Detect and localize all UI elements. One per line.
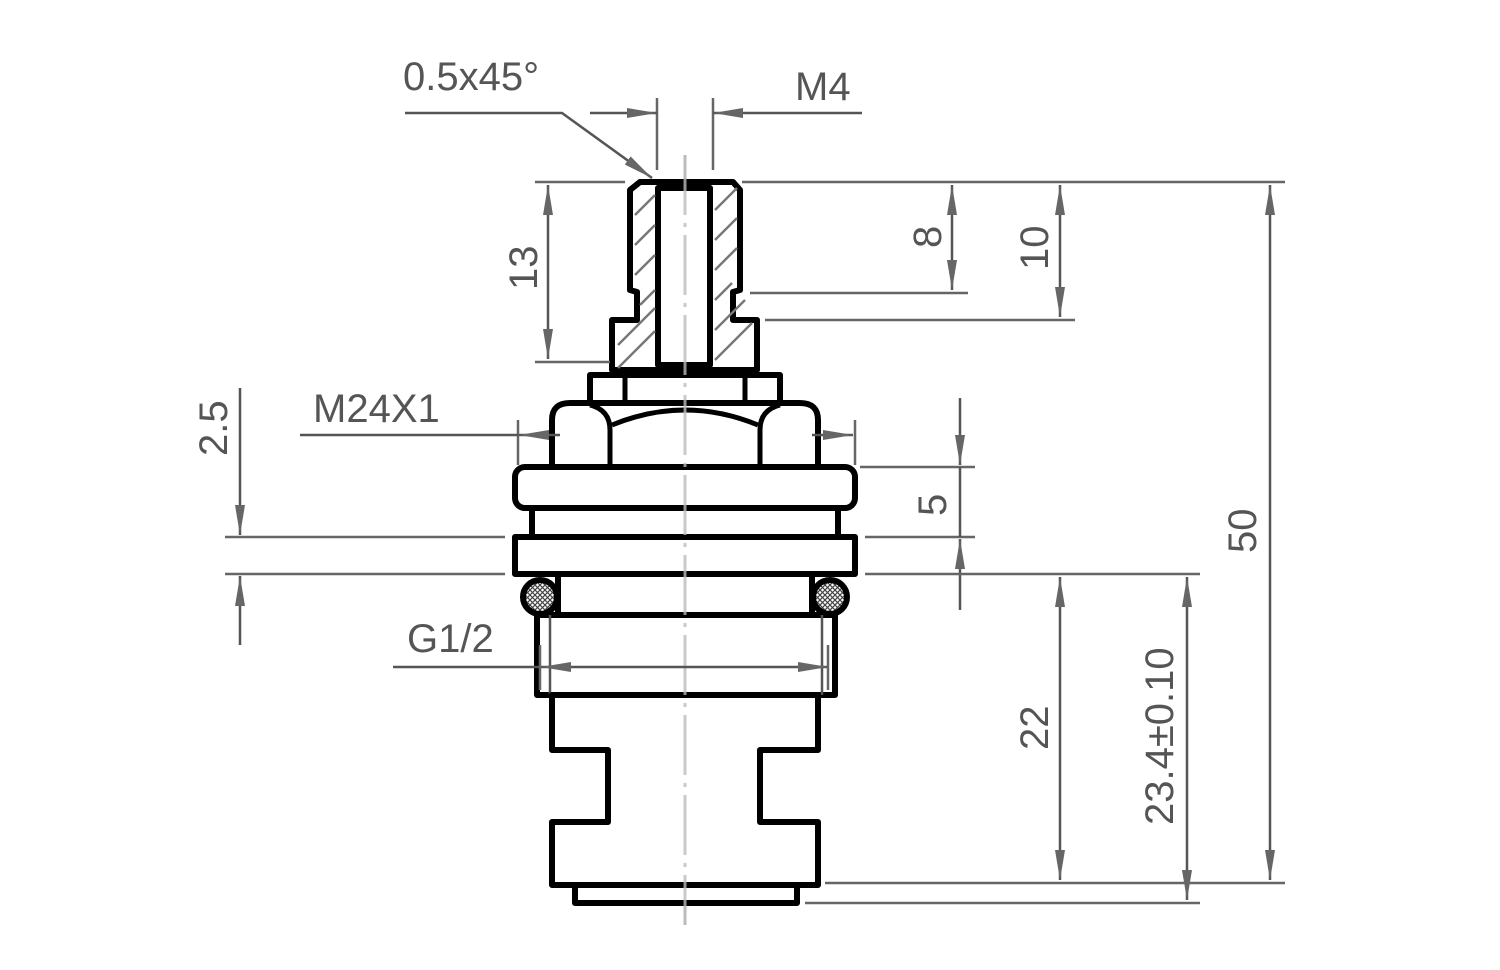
m4-dimension: M4 — [590, 65, 862, 170]
chamfer-label: 0.5x45° — [403, 55, 539, 99]
stem-length-dimension: 13 — [502, 180, 625, 364]
seat-height-label: 23.4±0.10 — [1138, 647, 1182, 825]
lower-height-dimension: 22 — [1013, 577, 1065, 880]
overall-height-label: 50 — [1221, 509, 1265, 554]
ring-height-label: 5 — [911, 494, 955, 516]
spline-length-label: 8 — [906, 226, 950, 248]
stem-length-label: 13 — [502, 246, 546, 291]
lower-height-label: 22 — [1013, 706, 1057, 751]
m24-label: M24X1 — [313, 387, 440, 431]
g12-label: G1/2 — [407, 617, 494, 661]
g12-dimension: G1/2 — [393, 617, 830, 690]
m24-dimension: M24X1 — [300, 387, 857, 465]
flange-gap-label: 2.5 — [192, 400, 236, 456]
chamfer-dimension: 0.5x45° — [403, 55, 653, 180]
o-ring-left — [520, 577, 560, 617]
m4-label: M4 — [795, 65, 851, 109]
section-hatch — [617, 187, 753, 369]
spline-length-dimension: 8 — [750, 185, 968, 295]
stem-step-label: 10 — [1013, 226, 1057, 271]
stem-step-dimension: 10 — [765, 185, 1075, 322]
ring-height-dimension: 5 — [860, 398, 975, 610]
o-ring-right — [810, 577, 850, 617]
flange-gap-dimension: 2.5 — [192, 388, 505, 645]
lower-body — [549, 692, 821, 888]
seat-height-dimension: 23.4±0.10 — [1138, 577, 1192, 900]
overall-height-dimension: 50 — [1221, 185, 1275, 880]
